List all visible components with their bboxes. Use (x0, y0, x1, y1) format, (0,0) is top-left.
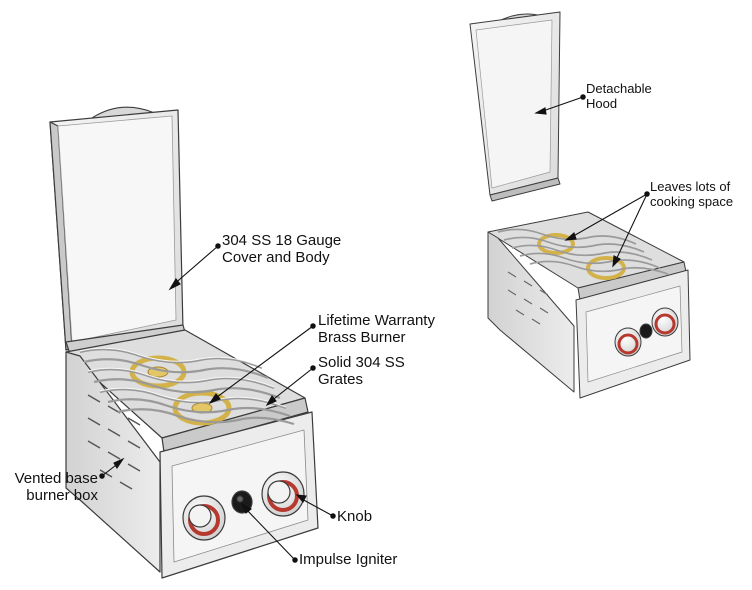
label-knob: Knob (337, 508, 373, 526)
label-burner-line1: Lifetime Warranty (318, 312, 435, 329)
label-impulse-igniter: Impulse Igniter (299, 551, 398, 569)
label-cooking-space: Leaves lots of cooking space (650, 179, 734, 209)
label-hood-line1: Detachable (586, 81, 652, 96)
small-grates (497, 228, 669, 275)
label-cooking-line1: Leaves lots of (650, 179, 731, 194)
label-igniter-text: Impulse Igniter (299, 551, 398, 568)
label-knob-text: Knob (337, 508, 373, 525)
vented-side-panel (65, 351, 161, 573)
small-knobs (614, 307, 679, 357)
grates (79, 348, 295, 426)
label-grates-line2: Grates (318, 370, 364, 388)
label-detachable-hood: Detachable Hood (586, 81, 652, 111)
label-cover-line1: 304 SS 18 Gauge (222, 232, 342, 249)
label-vented-line1: Vented base (14, 470, 98, 487)
label-cover-line2: Cover and Body (222, 248, 330, 266)
label-vented-base: Vented base burner box (2, 470, 98, 505)
label-grates-line1: Solid 304 SS (318, 354, 405, 371)
label-brass-burner: Lifetime Warranty Brass Burner (318, 312, 435, 347)
label-grates: Solid 304 SS Grates (318, 354, 405, 389)
label-cooking-line2: cooking space (650, 193, 734, 209)
label-cover-and-body: 304 SS 18 Gauge Cover and Body (222, 232, 342, 267)
leader-lines (99, 94, 650, 563)
label-vented-line2: burner box (26, 486, 98, 504)
label-hood-line2: Hood (586, 95, 618, 111)
label-burner-line2: Brass Burner (318, 328, 406, 346)
large-knobs (182, 471, 305, 541)
